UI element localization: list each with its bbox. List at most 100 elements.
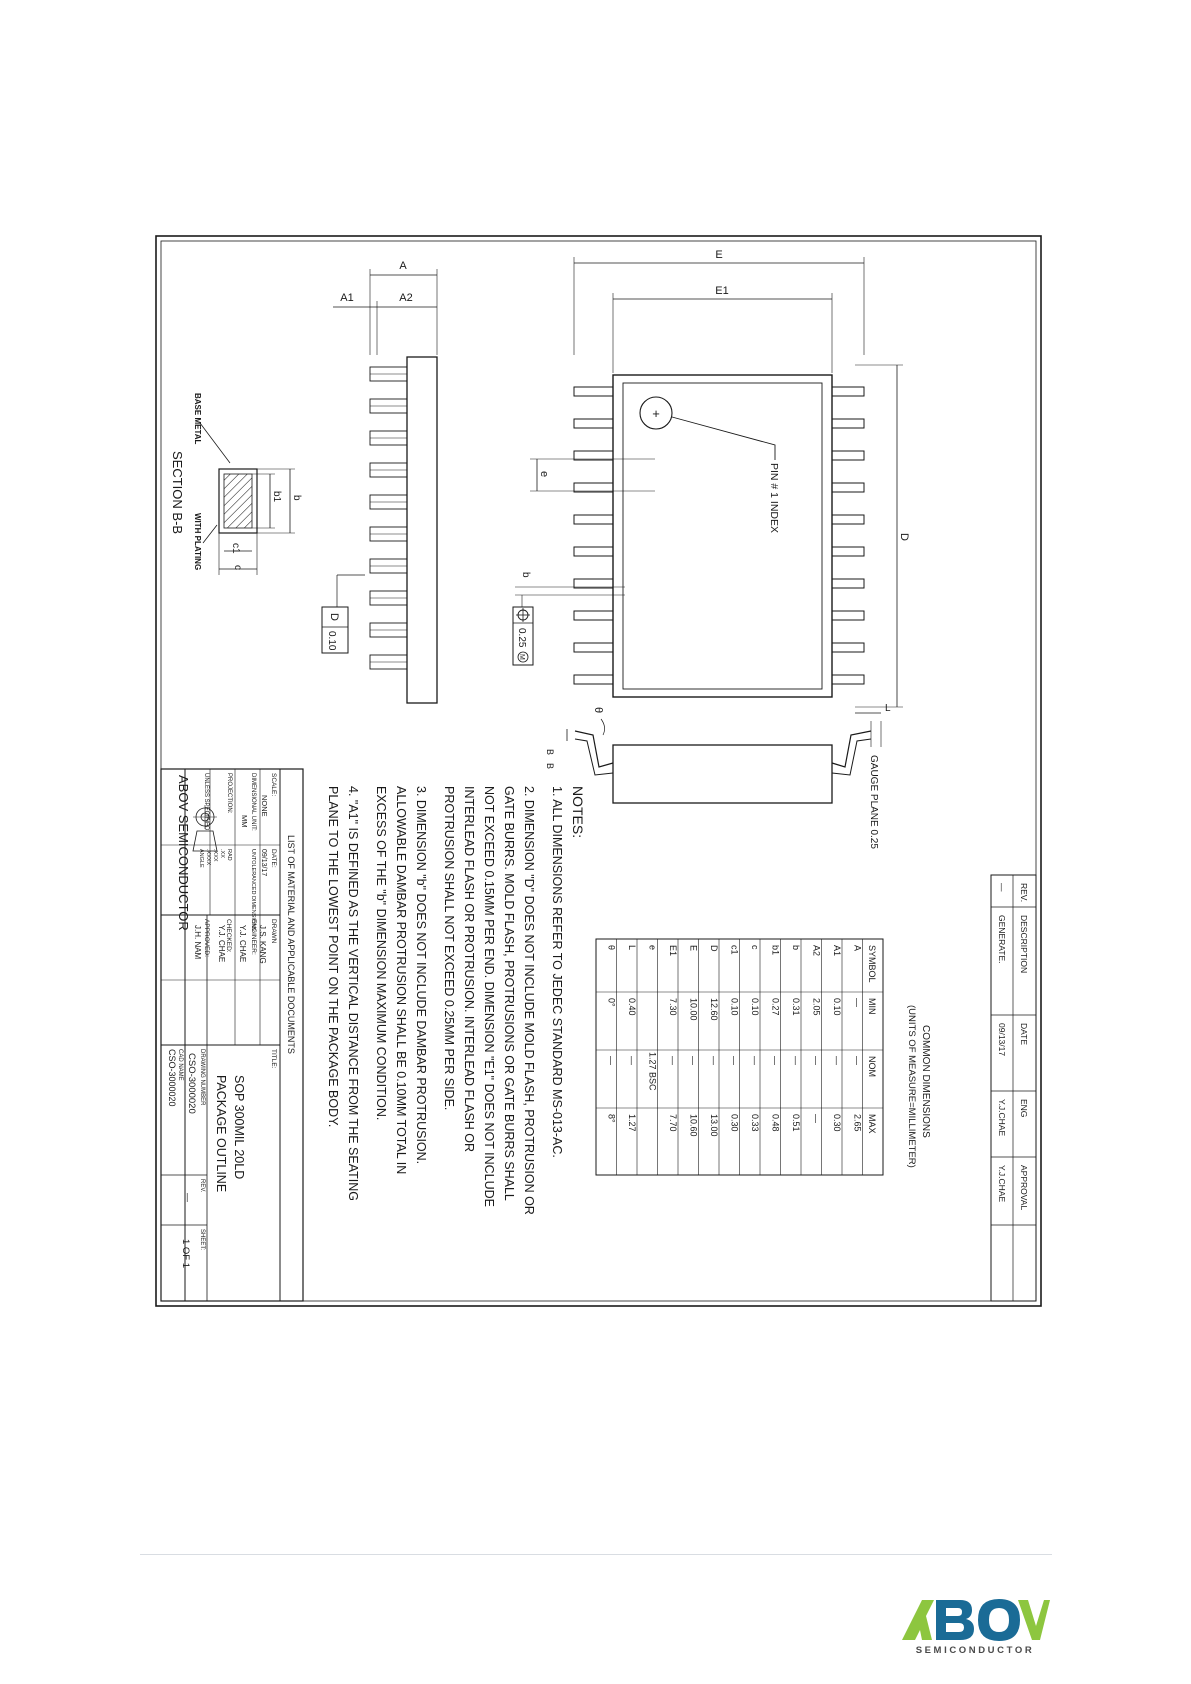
list-of-material-label: LIST OF MATERIAL AND APPLICABLE DOCUMENT… — [286, 835, 296, 1054]
section-plating-outline — [218, 468, 258, 534]
sheet-outer-border — [155, 235, 1042, 1307]
dimensions-cell: D — [709, 945, 719, 952]
checked-value: Y.J. CHAE — [217, 925, 226, 962]
revision-grid: REV. DESCRIPTION DATE ENG APPROVAL — GENERATE.… — [991, 883, 1036, 1226]
revision-value: GENERATE. — [997, 915, 1007, 964]
gull-lead-right — [831, 730, 872, 768]
dimensions-cell: 7.30 — [668, 998, 678, 1016]
footer-divider — [140, 1554, 1052, 1555]
drawing-number-label: DRAWING NUMBER — [199, 1049, 205, 1106]
dimensions-grid: SYMBOLMINNOMMAXA——2.65A10.10—0.30A22.05—… — [595, 938, 884, 1176]
dimensions-cell: 0.30 — [832, 1114, 842, 1132]
dim-E1-label: E1 — [715, 285, 728, 297]
package-body-inner — [622, 382, 823, 690]
drawing-sheet: + PIN # 1 INDEX E E1 D e b 0.25 — [155, 235, 1042, 1307]
datum-letter: D — [328, 613, 340, 621]
note-line: PROTRUSION SHALL NOT EXCEED 0.25MM PER S… — [442, 786, 456, 1110]
sheet-inner-border — [160, 240, 1037, 1302]
revision-header: APPROVAL — [1019, 1165, 1029, 1210]
pin1-index-label: PIN # 1 INDEX — [768, 463, 780, 533]
abov-logo: SEMICONDUCTOR — [900, 1598, 1050, 1666]
dimensions-table: COMMON DIMENSIONS (UNITS OF MEASURE=MILL… — [595, 938, 931, 1176]
dimensions-table-title: COMMON DIMENSIONS — [920, 1025, 931, 1138]
dimensional-unit-value: MM — [240, 815, 249, 828]
revision-header: DATE — [1019, 1023, 1029, 1045]
lead-left — [573, 450, 614, 461]
dim-E-label: E — [715, 249, 722, 261]
base-metal-label: BASE METAL — [193, 393, 202, 445]
dimensions-cell: — — [812, 1114, 822, 1123]
dimensions-header: NOM — [867, 1056, 877, 1077]
dimensions-cell: 0.30 — [730, 1114, 740, 1132]
dim-b-label: b — [520, 572, 531, 578]
lead-right — [831, 482, 865, 493]
dimensions-cell: 7.70 — [668, 1114, 678, 1132]
dimensions-cell: 0.33 — [750, 1114, 760, 1132]
pin1-leader — [671, 416, 776, 460]
lead-left — [573, 482, 614, 493]
drawn-value: J.S. KANG — [258, 925, 267, 964]
section-base-metal — [223, 473, 253, 529]
dimensions-cell: 0° — [607, 998, 617, 1007]
gull-body — [612, 744, 833, 804]
dimensions-cell: 0.10 — [730, 998, 740, 1016]
section-b-marker-1: B — [545, 749, 555, 755]
dimensions-cell: 13.00 — [709, 1114, 719, 1137]
tolerance-row: .XXXX — [205, 849, 211, 866]
side-body-outline — [406, 356, 438, 704]
revision-header: ENG — [1019, 1099, 1029, 1117]
revision-value: Y.J.CHAE — [997, 1165, 1007, 1202]
lead-left — [573, 578, 614, 589]
note-line: 2. DIMENSION "D" DOES NOT INCLUDE MOLD F… — [522, 786, 536, 1215]
pin1-index-plus: + — [652, 406, 660, 421]
note-line: PLANE TO THE LOWEST POINT ON THE PACKAGE… — [326, 786, 340, 1127]
lead-left — [573, 674, 614, 685]
dimensions-cell: — — [730, 1056, 740, 1065]
note-line: 1. ALL DIMENSIONS REFER TO JEDEC STANDAR… — [550, 786, 564, 1158]
tolerance-row: .XX — [219, 849, 225, 858]
theta-arc — [600, 718, 605, 736]
lead-right — [831, 674, 865, 685]
drawing-title-line2: PACKAGE OUTLINE — [214, 1075, 228, 1192]
title-block: LIST OF MATERIAL AND APPLICABLE DOCUMENT… — [160, 768, 304, 1302]
dimensions-cell: A1 — [832, 945, 842, 956]
date-value: 09/13/17 — [260, 849, 267, 876]
dimensions-cell: E1 — [668, 945, 678, 956]
revision-frame — [990, 874, 1037, 1302]
revision-header: REV. — [1019, 883, 1029, 902]
dim-A-label: A — [399, 260, 407, 272]
scale-label: SCALE: — [270, 773, 277, 796]
title-label: TITLE: — [270, 1049, 277, 1069]
revision-value: — — [997, 883, 1007, 892]
note-line: ALLOWABLE DAMBAR PROTRUSION SHALL BE 0.1… — [394, 786, 408, 1174]
lead-right — [831, 514, 865, 525]
drawing-title-line1: SOP 300MIL 20LD — [232, 1075, 246, 1179]
section-c1-label: c1 — [230, 543, 241, 554]
dimensions-cell: — — [771, 1056, 781, 1065]
rev-value: — — [183, 1193, 193, 1202]
dimensions-cell: 0.31 — [791, 998, 801, 1016]
dimensions-cell: A2 — [812, 945, 822, 956]
revision-value: Y.J.CHAE — [997, 1099, 1007, 1136]
dim-L-label: L — [885, 703, 891, 714]
dimensions-cell: 10.00 — [689, 998, 699, 1021]
unless-label: UNLESS SPECIFIED — [203, 773, 209, 831]
note-line: GATE BURRS. MOLD FLASH, PROTRUSIONS OR G… — [502, 786, 516, 1201]
dimensional-unit-label: DIMENSIONAL UNIT: — [250, 773, 256, 831]
untoleranced-label: UNTOLERANCED DIMENSIONS — [250, 849, 256, 931]
tol-profile-frame — [321, 606, 349, 654]
sheet-value: 1 OF 1 — [180, 1239, 191, 1268]
dimensions-cell: — — [709, 1056, 719, 1065]
section-bb: b b1 c c1 BASE METAL WITH PLATING SECTIO… — [170, 393, 302, 575]
lead-left — [573, 546, 614, 557]
lead-right — [831, 610, 865, 621]
engineer-value: Y.J. CHAE — [238, 925, 247, 962]
dimensions-cell: 0.48 — [771, 1114, 781, 1132]
notes-heading: NOTES: — [570, 786, 586, 838]
mmc-circle-icon — [517, 651, 529, 663]
mmc-label: M — [518, 654, 525, 660]
scale-value: NONE — [260, 795, 269, 817]
lead-left — [573, 386, 614, 397]
base-metal-leader — [199, 422, 231, 464]
revision-header: DESCRIPTION — [1019, 915, 1029, 973]
